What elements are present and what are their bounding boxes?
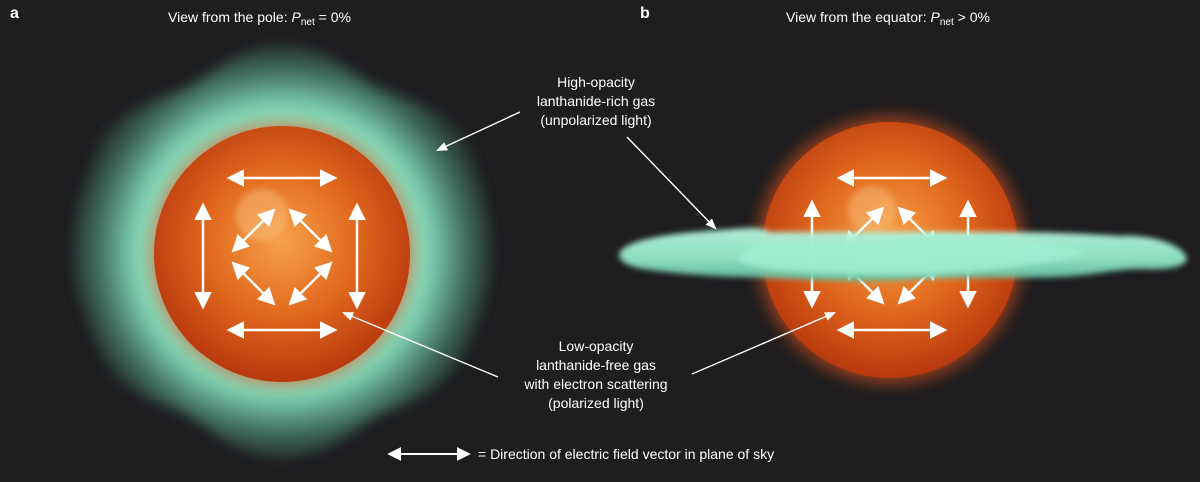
legend: = Direction of electric field vector in … (390, 446, 774, 462)
svg-text:with electron scattering: with electron scattering (523, 376, 667, 392)
svg-text:High-opacity: High-opacity (557, 74, 635, 90)
svg-text:lanthanide-rich gas: lanthanide-rich gas (537, 93, 655, 109)
panel-b-letter: b (640, 5, 650, 22)
svg-text:lanthanide-free gas: lanthanide-free gas (536, 357, 656, 373)
polarized-core (154, 126, 410, 382)
core-highlight-b (848, 186, 896, 234)
high-opacity-label: High-opacity lanthanide-rich gas (unpola… (537, 74, 655, 128)
core-highlight (236, 189, 288, 241)
svg-text:(polarized light): (polarized light) (548, 395, 644, 411)
panel-b-equatorial-view (619, 108, 1186, 392)
svg-text:Low-opacity: Low-opacity (559, 338, 634, 354)
pointer-to-disk (627, 137, 715, 228)
legend-text: = Direction of electric field vector in … (478, 446, 774, 462)
panel-a-polar-view (72, 45, 492, 458)
low-opacity-label: Low-opacity lanthanide-free gas with ele… (523, 338, 667, 411)
svg-text:(unpolarized light): (unpolarized light) (540, 112, 651, 128)
panel-b-title: View from the equator: Pnet > 0% (786, 9, 990, 28)
panel-a-letter: a (10, 5, 19, 22)
panel-a-title: View from the pole: Pnet = 0% (168, 9, 351, 28)
